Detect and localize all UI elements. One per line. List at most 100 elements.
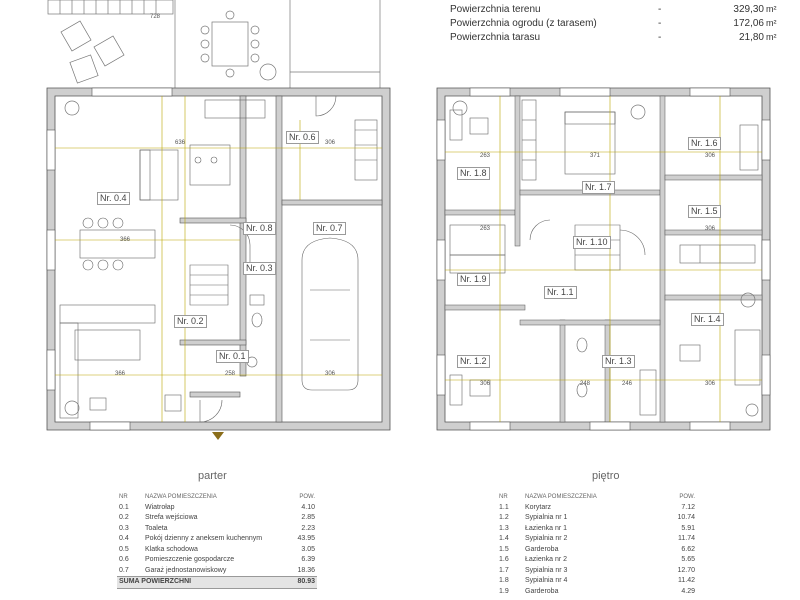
room-area: 2.23 xyxy=(301,524,315,532)
room-label-0-6: Nr. 0.6 xyxy=(286,131,319,144)
room-label-1-1: Nr. 1.1 xyxy=(544,286,577,299)
table-header-row: NR NAZWA POMIESZCZENIA POW. xyxy=(497,492,697,503)
ground-floor-plants xyxy=(64,100,258,416)
room-label-1-4: Nr. 1.4 xyxy=(691,313,724,326)
ground-floor-windows xyxy=(46,87,173,431)
upper-floor-dimension-lines xyxy=(445,96,762,422)
room-number: 0.6 xyxy=(119,556,129,563)
room-label-1-10: Nr. 1.10 xyxy=(573,236,611,249)
room-area: 6.39 xyxy=(301,556,315,563)
room-name: Sypialnia nr 1 xyxy=(525,514,568,521)
area-name: Powierzchnia ogrodu (z tarasem) xyxy=(450,18,597,29)
room-name: Garaż jednostanowiskowy xyxy=(145,566,227,574)
table-row: 1.4 Sypialnia nr 2 11.74 xyxy=(497,534,697,545)
room-area: 3.05 xyxy=(301,545,315,553)
area-dash: - xyxy=(658,32,662,43)
total-area: 80.93 xyxy=(275,576,317,589)
room-area: 2.85 xyxy=(301,514,315,521)
dimension-value: 366 xyxy=(115,371,126,377)
room-area: 5.91 xyxy=(681,524,695,532)
dimension-value: 306 xyxy=(325,140,336,146)
total-label: SUMA POWIERZCHNI xyxy=(117,576,275,589)
room-label-0-7: Nr. 0.7 xyxy=(313,222,346,235)
room-label-0-1: Nr. 0.1 xyxy=(216,350,249,363)
col-header-nr: NR xyxy=(119,494,128,500)
room-area: 4.29 xyxy=(681,587,695,595)
terrace-area xyxy=(47,0,381,88)
entrance-arrow-icon xyxy=(212,432,224,440)
dimension-value: 248 xyxy=(580,381,591,387)
room-number: 1.8 xyxy=(499,577,509,584)
col-header-nr: NR xyxy=(499,494,508,500)
room-area: 5.65 xyxy=(681,556,695,563)
room-name: Garderoba xyxy=(525,545,559,553)
room-label-1-2: Nr. 1.2 xyxy=(457,355,490,368)
room-number: 1.5 xyxy=(499,545,509,553)
room-area: 12.70 xyxy=(677,566,695,574)
col-header-name: NAZWA POMIESZCZENIA xyxy=(525,494,597,500)
room-name: Strefa wejściowa xyxy=(145,514,198,521)
dimension-value: 306 xyxy=(705,381,716,387)
area-unit: m² xyxy=(766,32,777,42)
ground-floor-title: parter xyxy=(198,470,227,482)
dimension-value: 728 xyxy=(150,14,161,20)
col-header-name: NAZWA POMIESZCZENIA xyxy=(145,494,217,500)
room-name: Sypialnia nr 4 xyxy=(525,577,568,584)
area-dash: - xyxy=(658,4,662,15)
upper-floor-plants xyxy=(452,100,759,417)
room-name: Pomieszczenie gospodarcze xyxy=(145,556,235,563)
room-label-0-3: Nr. 0.3 xyxy=(243,262,276,275)
room-label-1-5: Nr. 1.5 xyxy=(688,205,721,218)
room-name: Klatka schodowa xyxy=(145,545,198,553)
room-number: 1.3 xyxy=(499,524,509,532)
room-name: Pokój dzienny z aneksem kuchennym xyxy=(145,535,263,542)
dimension-value: 371 xyxy=(590,153,601,159)
room-area: 18.36 xyxy=(297,566,315,574)
room-number: 1.2 xyxy=(499,514,509,521)
area-value-number: 21,80 xyxy=(738,32,764,43)
dimension-value: 366 xyxy=(120,237,131,243)
room-label-1-3: Nr. 1.3 xyxy=(602,355,635,368)
room-label-0-4: Nr. 0.4 xyxy=(97,192,130,205)
upper-floor-title: piętro xyxy=(592,470,620,482)
room-number: 0.7 xyxy=(119,566,129,574)
dimension-value: 306 xyxy=(325,371,336,377)
table-row: 0.7 Garaż jednostanowiskowy 18.36 xyxy=(117,566,317,577)
dimension-value: 636 xyxy=(175,140,186,146)
room-area: 43.95 xyxy=(297,535,315,542)
area-value-number: 172,06 xyxy=(733,18,764,29)
room-area: 11.42 xyxy=(678,577,695,584)
room-number: 1.4 xyxy=(499,535,509,542)
room-area: 7.12 xyxy=(681,503,695,511)
table-row: 1.8 Sypialnia nr 4 11.42 xyxy=(497,576,697,587)
room-area: 11.74 xyxy=(678,535,695,542)
upper-floor-windows xyxy=(436,87,771,431)
dimension-value: 258 xyxy=(225,371,236,377)
room-name: Sypialnia nr 2 xyxy=(525,535,568,542)
room-name: Korytarz xyxy=(525,503,552,511)
room-number: 1.6 xyxy=(499,556,509,563)
room-name: Sypialnia nr 3 xyxy=(525,566,568,574)
room-number: 0.5 xyxy=(119,545,129,553)
room-number: 1.9 xyxy=(499,587,509,595)
dimension-value: 306 xyxy=(480,381,491,387)
table-row: 0.6 Pomieszczenie gospodarcze 6.39 xyxy=(117,555,317,566)
room-label-1-8: Nr. 1.8 xyxy=(457,167,490,180)
room-label-1-7: Nr. 1.7 xyxy=(582,181,615,194)
room-area: 6.62 xyxy=(681,545,695,553)
table-row: 1.5 Garderoba 6.62 xyxy=(497,545,697,556)
